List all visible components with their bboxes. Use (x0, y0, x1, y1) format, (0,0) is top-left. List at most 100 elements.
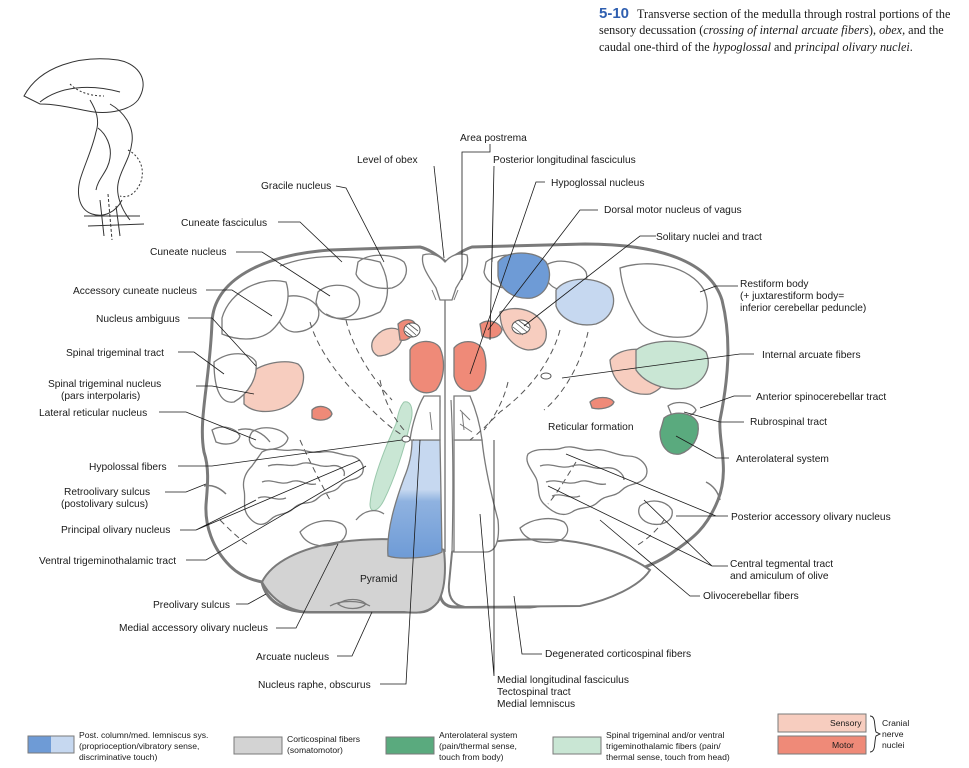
label-anterolateral-sys: Anterolateral system (736, 454, 829, 465)
legend-cranial-1: Cranial (882, 718, 909, 728)
label-reticular-formation: Reticular formation (548, 422, 634, 433)
label-dorsal-motor-vagus: Dorsal motor nucleus of vagus (604, 205, 742, 216)
legend-corticospinal-l2: (somatomotor) (287, 745, 343, 755)
caption-italic-arcuate: crossing of internal arcuate fibers (703, 23, 869, 38)
gracile-right-lemniscal (497, 252, 551, 299)
hypoglossal-nucleus-left (409, 340, 445, 394)
label-medial-lemniscus: Medial lemniscus (497, 699, 575, 710)
legend-swatch-sensory (777, 713, 867, 733)
legend-anterolateral-l3: touch from body) (439, 752, 504, 762)
legend-trigeminal-l2: trigeminothalamic fibers (pain/ (606, 741, 721, 751)
legend-swatch-corticospinal (233, 736, 283, 755)
label-hypoglossal-nuc: Hypoglossal nucleus (551, 178, 644, 189)
label-arcuate: Arcuate nucleus (256, 652, 329, 663)
medulla-section (200, 242, 730, 614)
label-central-tegmental-2: and amiculum of olive (730, 571, 829, 582)
label-pyramid: Pyramid (360, 574, 398, 585)
label-principal-olivary: Principal olivary nucleus (61, 525, 170, 536)
label-ventral-trig-thal: Ventral trigeminothalamic tract (39, 556, 176, 567)
restiform-body-right (619, 263, 708, 338)
restiform-body-left (221, 280, 289, 340)
legend-swatch-motor (777, 735, 867, 755)
label-preolivary: Preolivary sulcus (153, 600, 230, 611)
label-solitary: Solitary nuclei and tract (656, 232, 762, 243)
caption-text: and (770, 39, 795, 54)
medial-lemniscus-right (453, 439, 500, 553)
label-mlf: Medial longitudinal fasciculus (497, 675, 629, 686)
principal-olivary-right (526, 446, 648, 516)
legend-trigeminal-l3: thermal sense, touch from head) (606, 752, 730, 762)
label-area-postrema: Area postrema (460, 133, 527, 144)
spinal-trigeminal-tract-left (213, 353, 257, 403)
spinal-trigeminal-nucleus-left (243, 361, 305, 413)
legend-anterolateral-l1: Anterolateral system (439, 730, 517, 740)
legend-sensory: Sensory (830, 718, 862, 728)
labels: Area postrema Level of obex Posterior lo… (39, 133, 891, 710)
legend-swatch-lemniscus (27, 735, 75, 754)
nucleus-ambiguus-left (311, 405, 333, 421)
anterolateral-system-right (659, 412, 699, 455)
label-tectospinal: Tectospinal tract (497, 687, 571, 698)
caption-text: Transverse section of the medulla throug… (599, 7, 951, 38)
nucleus-ambiguus-right (589, 396, 615, 410)
legend-cranial-3: nuclei (882, 740, 905, 750)
caption-italic-obex: obex, (879, 23, 906, 38)
internal-arcuate-right (469, 329, 561, 441)
legend-anterolateral-l2: (pain/thermal sense, (439, 741, 517, 751)
legend-motor: Motor (832, 740, 854, 750)
label-spinal-trig-tract: Spinal trigeminal tract (66, 348, 164, 359)
label-medial-acc-olivary: Medial accessory olivary nucleus (119, 623, 268, 634)
post-accessory-olive-right (638, 500, 673, 526)
leader-lines (159, 144, 754, 685)
caption-text: ), (868, 23, 880, 38)
label-ant-spinocerebellar: Anterior spinocerebellar tract (756, 392, 886, 403)
legend-lemniscus-l2: (proprioception/vibratory sense, (79, 741, 199, 751)
legend-swatch-anterolateral (385, 736, 435, 755)
internal-arcuate-right-2 (543, 331, 589, 411)
caption-text: . (909, 39, 913, 54)
label-cuneate-nuc: Cuneate nucleus (150, 247, 226, 258)
label-nuc-ambiguus: Nucleus ambiguus (96, 314, 180, 325)
label-retroolivary-1: Retroolivary sulcus (64, 487, 150, 498)
ventral-trigeminothalamic-right (635, 340, 709, 390)
label-rubrospinal: Rubrospinal tract (750, 417, 827, 428)
label-raphe: Nucleus raphe, obscurus (258, 680, 371, 691)
cuneate-right-lemniscal (555, 278, 615, 326)
label-lat-reticular: Lateral reticular nucleus (39, 408, 147, 419)
legend-lemniscus-l3: discriminative touch) (79, 752, 157, 762)
legend: Post. column/med. lemniscus sys. (propri… (27, 713, 909, 762)
legend-brace (869, 715, 882, 753)
label-post-acc-olivary: Posterior accessory olivary nucleus (731, 512, 891, 523)
legend-corticospinal-l1: Corticospinal fibers (287, 734, 360, 744)
gracile-nucleus-left (355, 254, 407, 290)
label-hypoglossal-fibers: Hypolossal fibers (89, 462, 167, 473)
figure-number: 5-10 (599, 5, 630, 22)
medial-lemniscus-left (387, 439, 443, 559)
caption-italic-hypoglossal: hypoglossal (712, 39, 771, 54)
medial-accessory-olive-right (519, 517, 569, 544)
label-post-long-fasc: Posterior longitudinal fasciculus (493, 155, 636, 166)
medial-accessory-olive-left (299, 520, 347, 547)
label-restiform-1: Restiform body (740, 279, 809, 290)
principal-olivary-left (242, 448, 364, 526)
internal-arcuate-left (309, 321, 415, 441)
brain-sagittal-inset-icon (23, 58, 145, 241)
area-postrema-shape (421, 253, 469, 301)
label-restiform-3: inferior cerebellar peduncle) (740, 303, 866, 314)
label-internal-arcuate: Internal arcuate fibers (762, 350, 861, 361)
legend-swatch-trigeminal (552, 736, 602, 755)
label-olivocerebellar: Olivocerebellar fibers (703, 591, 799, 602)
label-acc-cuneate: Accessory cuneate nucleus (73, 286, 197, 297)
label-level-obex: Level of obex (357, 155, 418, 166)
label-degenerated-cs: Degenerated corticospinal fibers (545, 649, 691, 660)
legend-cranial-2: nerve (882, 729, 904, 739)
label-spinal-trig-nuc-2: (pars interpolaris) (61, 391, 140, 402)
legend-lemniscus-l1: Post. column/med. lemniscus sys. (79, 730, 208, 740)
dorsal-motor-vagus-left (371, 327, 403, 357)
pyramid-right-degenerated (447, 538, 652, 609)
caption-italic-olivary: principal olivary nuclei (794, 39, 910, 54)
legend-trigeminal-l1: Spinal trigeminal and/or ventral (606, 730, 725, 740)
caption-text: and the caudal one-third of the (599, 23, 944, 54)
